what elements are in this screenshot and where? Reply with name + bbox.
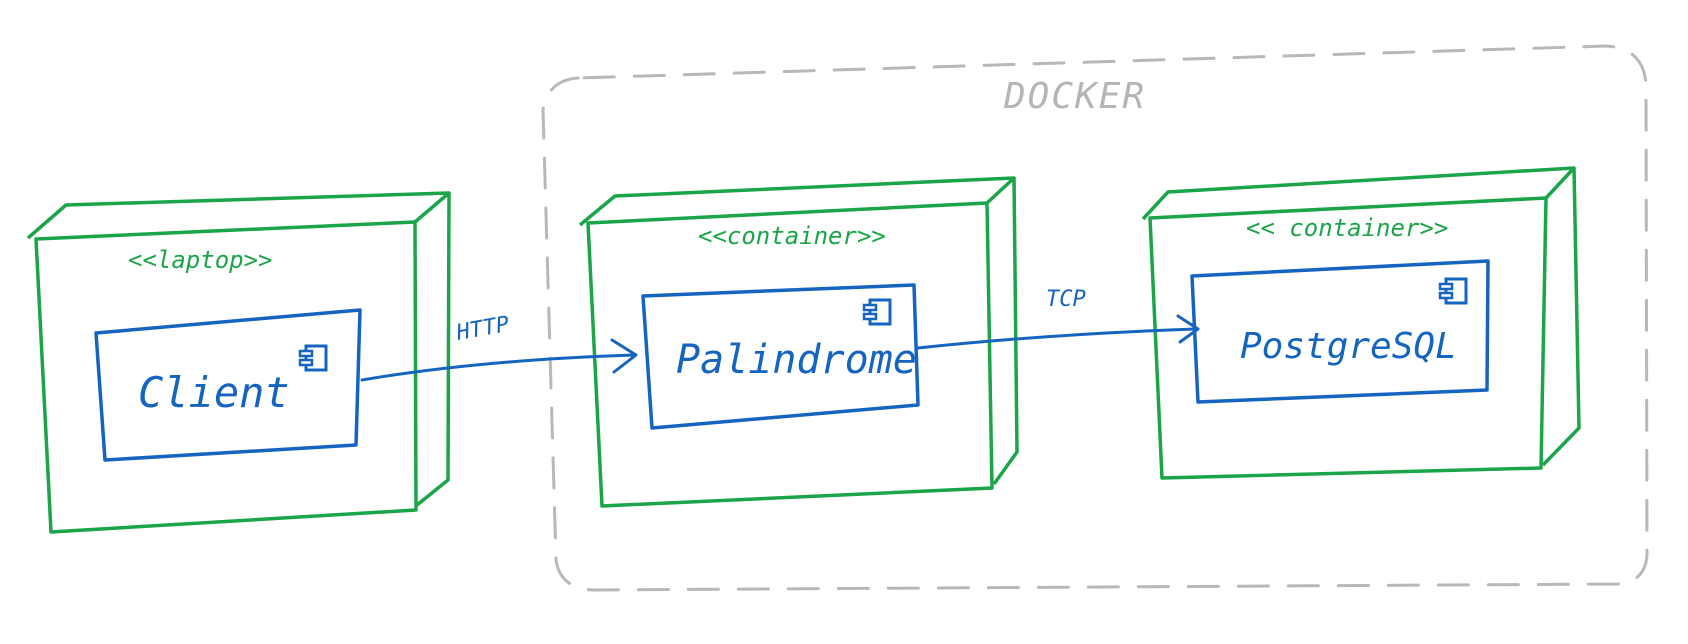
- component-palindrome-label: Palindrome: [676, 337, 917, 383]
- node-laptop: <<laptop>> Client: [26, 191, 451, 534]
- docker-label: DOCKER: [1003, 76, 1146, 117]
- connection-tcp: TCP: [916, 287, 1200, 350]
- node-container-palindrome-stereotype: <<container>>: [698, 222, 886, 250]
- node-laptop-box: [34, 220, 418, 534]
- node-container-postgresql-box: [1148, 196, 1548, 480]
- component-icon: [1438, 277, 1468, 305]
- node-laptop-side: [415, 192, 451, 507]
- connection-http-label: HTTP: [454, 312, 512, 346]
- node-container-palindrome-box: [586, 201, 994, 508]
- node-container-postgresql-side: [1541, 167, 1581, 467]
- node-laptop-top: [26, 191, 451, 240]
- node-container-postgresql-stereotype: << container>>: [1246, 214, 1448, 242]
- node-laptop-stereotype: <<laptop>>: [128, 246, 273, 274]
- connection-tcp-label: TCP: [1046, 287, 1086, 312]
- node-container-palindrome-side: [992, 177, 1019, 486]
- connection-tcp-line: [916, 327, 1198, 350]
- component-postgresql-box: [1190, 259, 1490, 404]
- component-client: Client: [94, 308, 362, 462]
- node-container-palindrome: <<container>> Palindrome: [578, 176, 1019, 508]
- node-container-postgresql-top: [1141, 166, 1576, 221]
- component-icon: [862, 298, 892, 326]
- component-palindrome: Palindrome: [641, 283, 920, 430]
- connection-http-arrowhead: [610, 338, 638, 374]
- component-palindrome-box: [641, 283, 920, 430]
- component-client-label: Client: [138, 368, 290, 417]
- connection-http-line: [360, 353, 636, 382]
- component-client-box: [94, 308, 362, 462]
- component-icon: [298, 344, 328, 372]
- component-postgresql: PostgreSQL: [1190, 259, 1490, 404]
- node-container-palindrome-top: [578, 176, 1016, 227]
- connection-tcp-arrowhead: [1176, 314, 1200, 344]
- docker-boundary-frame: [541, 44, 1649, 592]
- docker-boundary: DOCKER: [541, 44, 1649, 592]
- component-postgresql-label: PostgreSQL: [1240, 326, 1457, 367]
- node-container-postgresql: << container>> PostgreSQL: [1141, 166, 1581, 480]
